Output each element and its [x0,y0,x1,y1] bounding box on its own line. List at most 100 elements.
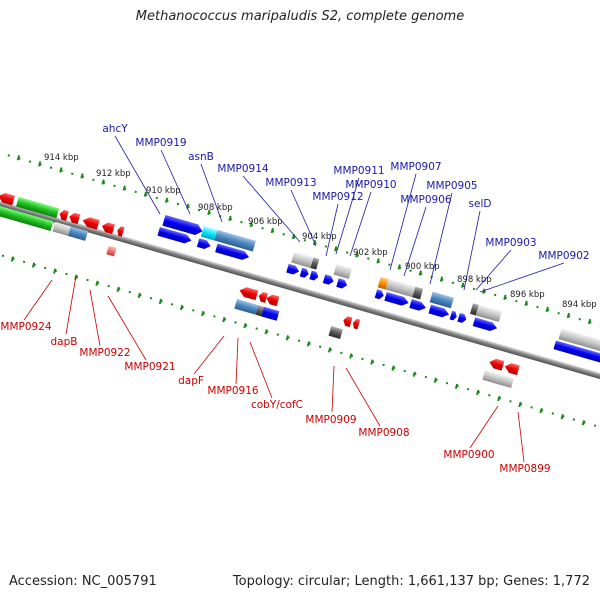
gene-feature [428,304,450,318]
gene-label: dapB [51,336,78,348]
gene-feature [291,251,314,269]
gene-feature [44,219,54,231]
gene-feature [101,222,115,235]
gene-label: MMP0921 [124,361,175,373]
ruler-dot [65,272,68,276]
leader-line [107,295,147,361]
gene-labels: ahcYMMP0919asnBMMP0914MMP0913MMP0912MMP0… [0,123,589,475]
ruler-tick [587,318,592,325]
ruler-tick [334,246,338,252]
ruler-tick [412,371,416,377]
ruler-dot [282,233,285,236]
gene-label: MMP0907 [390,161,441,173]
ruler-tick [95,280,99,286]
gene-feature [384,292,409,306]
leader-line [331,365,335,413]
ruler-tick [38,161,42,167]
gene-feature [336,278,348,289]
gene-feature [255,305,264,317]
ruler-dot [472,287,476,291]
ruler-tick [222,316,226,323]
gene-feature [200,226,218,241]
ruler-dot [276,333,280,336]
gene-feature [489,358,505,371]
ruler-dot [530,406,533,409]
gene-feature [470,303,479,316]
gene-feature [472,317,498,331]
leader-line [389,173,417,271]
ruler-dot [297,339,301,342]
gene-feature [412,286,424,300]
leader-line [23,279,53,321]
ruler-tick [545,306,549,313]
gene-feature [59,209,69,221]
gene-label: MMP0905 [426,180,477,192]
gene-feature [328,326,343,339]
kbp-tick-label: 906 kbp [248,217,283,227]
ruler-dot [578,318,582,321]
ruler-tick [201,310,205,317]
ruler-dot [593,424,597,427]
ruler-dot [43,266,47,270]
leader-line [345,367,381,427]
kbp-tick-label: 912 kbp [96,169,131,179]
gene-feature [52,221,71,236]
leader-line [463,210,481,291]
ruler-dot [536,305,539,309]
gene-feature [157,226,192,244]
ruler-tick [503,294,507,300]
gene-feature [234,299,259,315]
ruler-dot [324,245,328,248]
ruler-tick [122,185,126,191]
ruler-tick [264,329,268,335]
leader-line [200,163,223,223]
ruler-dot [345,251,349,254]
gene-feature [377,276,389,290]
gene-feature [504,363,520,376]
gene-feature [409,299,426,311]
kbp-tick-label: 900 kbp [405,262,440,272]
gene-feature [553,340,600,370]
ruler-tick [370,359,374,365]
leader-line [429,192,453,285]
ruler-tick [116,286,120,293]
ruler-dot [149,297,153,300]
ruler-dot [192,309,195,312]
ruler-dot [493,293,497,297]
gene-feature [558,328,600,361]
gene-feature [196,238,211,250]
ruler-dot [466,387,470,391]
ruler-tick [207,209,211,216]
gene-feature [0,193,15,206]
kbp-tick-label: 896 kbp [510,290,545,300]
ruler-dot [28,160,32,163]
gene-feature [322,274,334,285]
gene-feature [310,257,320,270]
ruler-dot [1,254,5,258]
ruler-tick [581,420,586,426]
ruler-dot [515,299,518,303]
ruler-dot [388,263,391,266]
leader-line [517,411,525,463]
gene-feature [239,287,259,301]
leader-line [403,206,427,277]
ruler-dot [551,412,555,415]
ruler-dot [176,202,180,206]
kbp-tick-label: 910 kbp [146,186,181,196]
ruler-tick [539,407,543,414]
kbp-tick-label: 898 kbp [457,275,492,285]
gene-label: MMP0912 [312,191,363,203]
gene-feature [16,196,52,216]
gene-feature [352,318,361,330]
ruler-tick [80,173,84,179]
ruler-tick [560,414,564,420]
gene-feature [162,215,203,235]
kbp-tick-label: 894 kbp [562,300,597,310]
kbp-tick-label: 914 kbp [44,153,79,163]
leader-line [325,203,339,257]
gene-feature [457,312,467,323]
ruler-dot [107,284,110,288]
leader-line [242,175,301,243]
ruler-tick [228,215,232,222]
